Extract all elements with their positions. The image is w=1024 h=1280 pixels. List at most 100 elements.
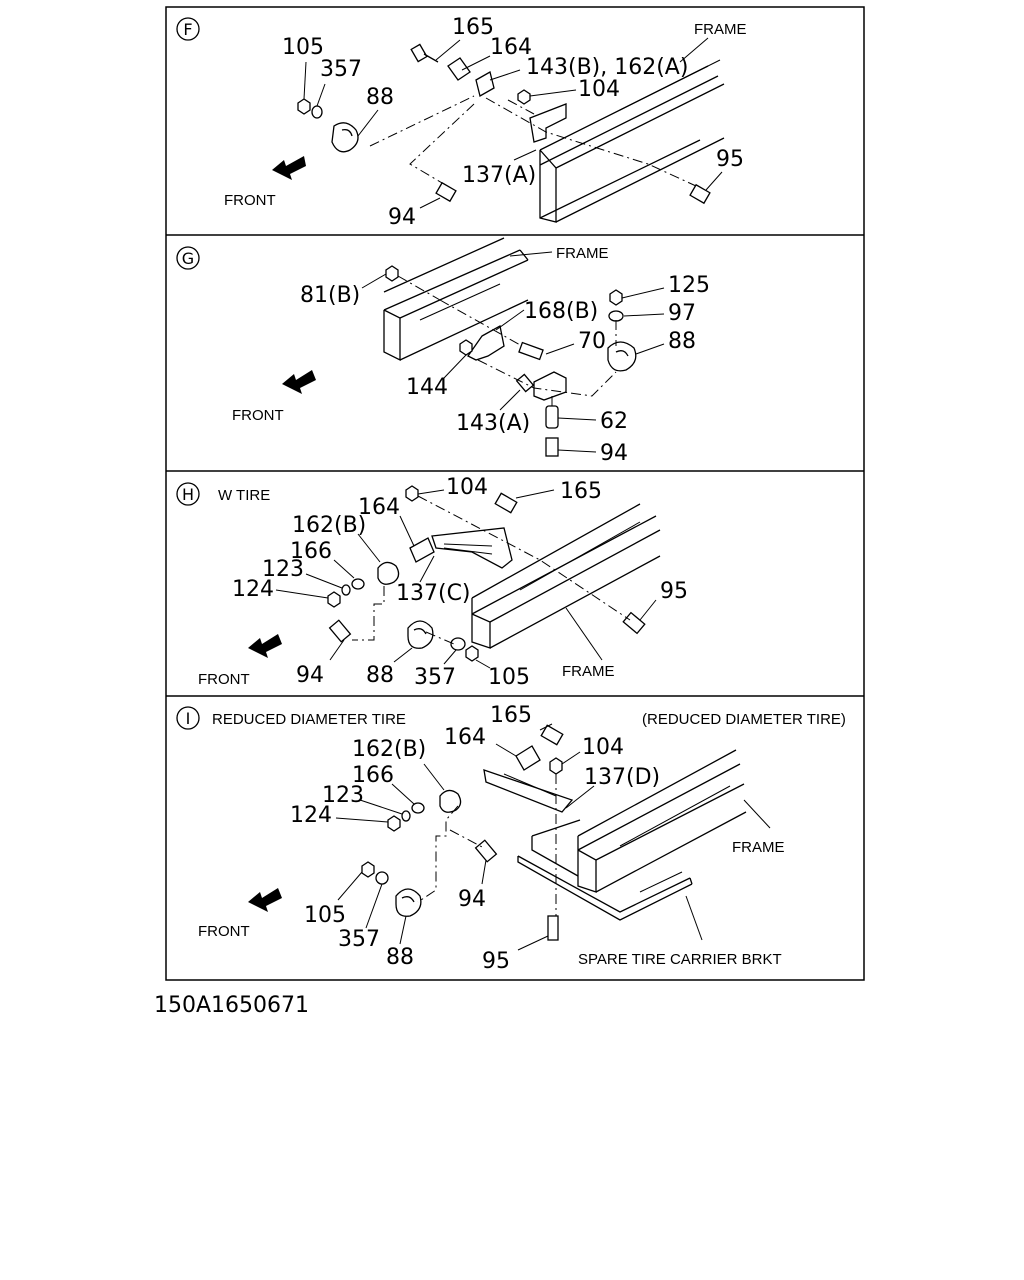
panel-id: I — [186, 709, 191, 728]
panel-title: REDUCED DIAMETER TIRE — [212, 711, 406, 728]
leader — [509, 251, 553, 257]
bolt-95 — [547, 915, 559, 941]
frame-rail — [539, 59, 725, 223]
front-arrow-icon — [248, 888, 282, 912]
panel-id-circle — [176, 246, 200, 270]
label-88: 88 — [366, 663, 394, 688]
label-166: 166 — [352, 763, 394, 788]
bolt-95 — [689, 183, 711, 205]
label-front: FRONT — [198, 671, 250, 688]
panel-id: F — [183, 20, 192, 39]
nut-144 — [459, 339, 473, 356]
bolt-94 — [545, 437, 559, 457]
label-162b: 162(B) — [352, 737, 426, 762]
label-frame: FRAME — [562, 663, 615, 680]
washer-166 — [411, 802, 425, 814]
label-357: 357 — [320, 57, 362, 82]
label-166: 166 — [290, 539, 332, 564]
label-94: 94 — [388, 205, 416, 230]
leader — [565, 607, 603, 661]
panel-id-circle — [176, 706, 200, 730]
bracket-168b — [467, 324, 505, 361]
panel-title: W TIRE — [218, 487, 270, 504]
label-105: 105 — [304, 903, 346, 928]
label-164: 164 — [358, 495, 400, 520]
panel-id-circle — [176, 482, 200, 506]
collar-164 — [409, 537, 435, 563]
label-104: 104 — [578, 77, 620, 102]
label-62: 62 — [600, 409, 628, 434]
label-137c: 137(C) — [396, 581, 471, 606]
label-104: 104 — [446, 475, 488, 500]
nut-105 — [297, 98, 311, 115]
label-164: 164 — [444, 725, 486, 750]
washer-357 — [450, 637, 466, 651]
collar-164 — [515, 745, 541, 771]
bolt-165 — [494, 492, 518, 514]
diagram-border — [165, 6, 865, 981]
label-143b-162a: 143(B), 162(A) — [526, 55, 688, 80]
label-front: FRONT — [232, 407, 284, 424]
label-144: 144 — [406, 375, 448, 400]
panel-id: H — [182, 485, 194, 504]
spring-washer-123 — [401, 810, 411, 822]
label-88: 88 — [386, 945, 414, 970]
bolt-94 — [328, 619, 352, 643]
label-105: 105 — [488, 665, 530, 690]
label-95: 95 — [716, 147, 744, 172]
label-94: 94 — [600, 441, 628, 466]
nut-81b — [385, 265, 399, 282]
washer-357 — [375, 871, 389, 885]
front-arrow-icon — [272, 156, 306, 180]
nut-104 — [517, 89, 531, 105]
label-front: FRONT — [198, 923, 250, 940]
label-95: 95 — [660, 579, 688, 604]
nut-124 — [327, 591, 341, 608]
label-162b: 162(B) — [292, 513, 366, 538]
nut-104 — [405, 485, 419, 502]
bolt-165 — [540, 724, 564, 746]
panel-i: I REDUCED DIAMETER TIRE (REDUCED DIAMETE… — [176, 703, 846, 974]
washer-166 — [351, 578, 365, 590]
label-164: 164 — [490, 35, 532, 60]
bolt-94 — [474, 839, 498, 863]
frame-rail — [383, 237, 529, 362]
label-137d: 137(D) — [584, 765, 660, 790]
panel-h: H W TIRE — [176, 475, 688, 690]
label-357: 357 — [414, 665, 456, 690]
label-168b: 168(B) — [524, 299, 598, 324]
label-165: 165 — [560, 479, 602, 504]
panel-title-right: (REDUCED DIAMETER TIRE) — [642, 711, 846, 728]
collar-62 — [545, 405, 559, 429]
bracket-137c — [431, 527, 513, 569]
label-124: 124 — [290, 803, 332, 828]
label-frame: FRAME — [694, 21, 747, 38]
label-94: 94 — [458, 887, 486, 912]
label-105: 105 — [282, 35, 324, 60]
panel-id-circle — [176, 17, 200, 41]
nut-124 — [387, 815, 401, 832]
washer-97 — [608, 310, 624, 322]
nut-104 — [549, 757, 563, 775]
frame-rail — [471, 503, 661, 649]
clamp-88 — [395, 888, 422, 917]
bolt-70 — [518, 341, 544, 361]
label-357: 357 — [338, 927, 380, 952]
label-spare-tire-carrier-brkt: SPARE TIRE CARRIER BRKT — [578, 951, 782, 968]
front-arrow-icon — [282, 370, 316, 394]
label-70: 70 — [578, 329, 606, 354]
label-165: 165 — [452, 15, 494, 40]
nut-105 — [465, 645, 479, 662]
washer-357 — [311, 105, 323, 119]
diagram-code: 150A1650671 — [154, 993, 309, 1018]
bolt-165 — [410, 43, 428, 63]
clamp-162b — [377, 561, 400, 585]
label-123: 123 — [262, 557, 304, 582]
label-95: 95 — [482, 949, 510, 974]
label-94: 94 — [296, 663, 324, 688]
label-104: 104 — [582, 735, 624, 760]
clamp-162b — [439, 789, 462, 813]
label-123: 123 — [322, 783, 364, 808]
clamp-88 — [331, 122, 359, 153]
